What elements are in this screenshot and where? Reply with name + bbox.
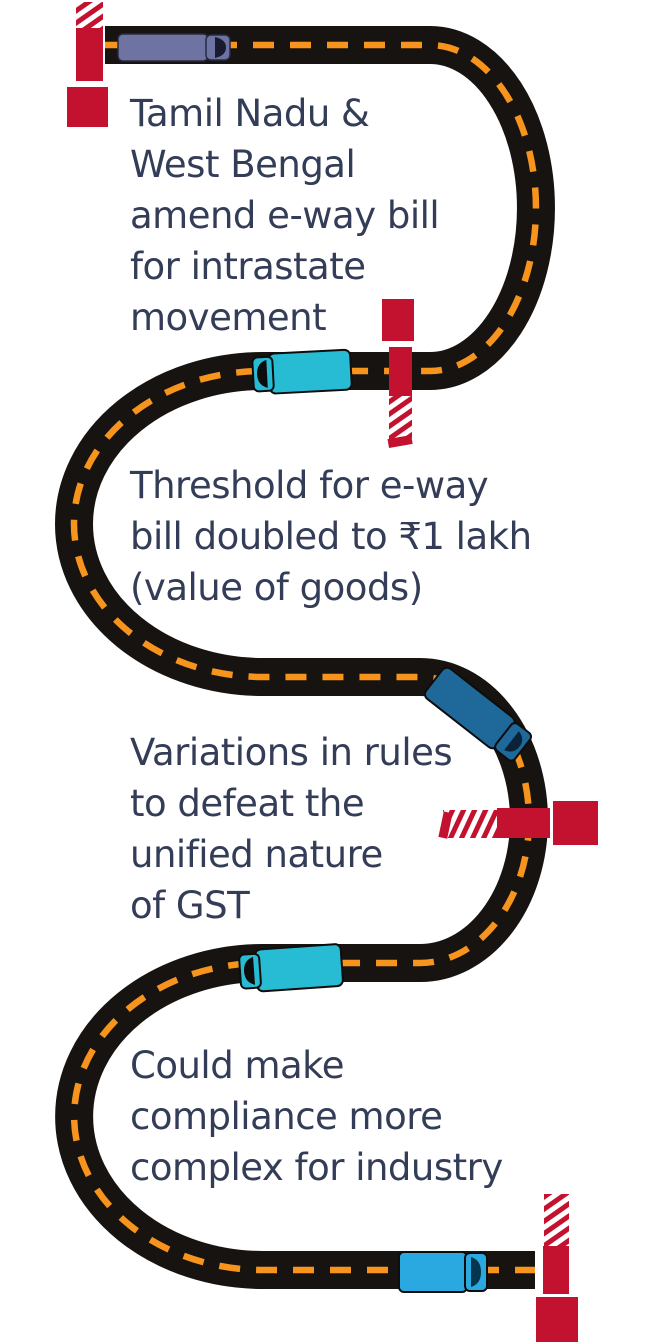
milestone-top-left-icon [67, 2, 108, 127]
note-line: of GST [130, 884, 250, 927]
truck-cyan-lower-icon [238, 943, 344, 993]
note-compliance-complexity: Could make compliance more complex for i… [130, 1040, 503, 1193]
milestone-right-icon [438, 801, 598, 845]
note-line: unified nature [130, 833, 383, 876]
note-line: compliance more [130, 1095, 443, 1138]
road-center-dashes [70, 41, 540, 1274]
note-line: for intrastate [130, 245, 366, 288]
note-line: movement [130, 296, 327, 339]
truck-indigo-icon [117, 33, 231, 62]
note-line: (value of goods) [130, 566, 423, 609]
truck-window [215, 37, 226, 58]
note-intrastate-amendment: Tamil Nadu & West Bengal amend e-way bil… [130, 88, 440, 343]
truck-light-blue-icon [398, 1251, 488, 1293]
note-line: Tamil Nadu & [130, 92, 370, 135]
milestone-upper-middle-icon [382, 299, 414, 449]
truck-window [471, 1257, 481, 1287]
truck-window [257, 359, 268, 388]
note-line: Variations in rules [130, 731, 453, 774]
note-line: amend e-way bill [130, 194, 440, 237]
note-line: West Bengal [130, 143, 356, 186]
note-line: Threshold for e-way [130, 464, 489, 507]
note-rule-variations: Variations in rules to defeat the unifie… [130, 727, 453, 931]
note-threshold-doubled: Threshold for e-way bill doubled to ₹1 l… [130, 460, 532, 613]
milestone-bottom-right-icon [536, 1194, 578, 1342]
note-line: Could make [130, 1044, 345, 1087]
note-line: complex for industry [130, 1146, 503, 1189]
note-line: bill doubled to ₹1 lakh [130, 515, 532, 558]
note-line: to defeat the [130, 782, 365, 825]
truck-cyan-upper-icon [251, 348, 353, 395]
truck-window [244, 956, 256, 985]
truck-steel-blue-icon [424, 666, 533, 762]
truck-window [504, 731, 523, 752]
